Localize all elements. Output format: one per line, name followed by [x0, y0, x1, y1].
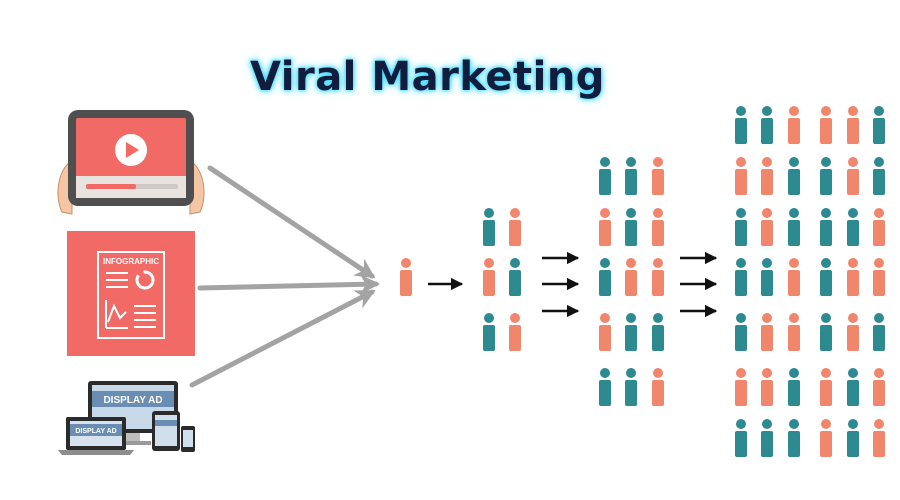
person-icon [847, 313, 859, 351]
person-icon [652, 313, 664, 351]
person-icon [652, 208, 664, 246]
person-icon [788, 258, 800, 296]
person-icon [761, 258, 773, 296]
person-icon [735, 157, 747, 195]
person-icon [873, 313, 885, 351]
person-icon [625, 258, 637, 296]
person-icon [761, 157, 773, 195]
person-icon [847, 208, 859, 246]
person-icon [761, 419, 773, 457]
person-icon [788, 368, 800, 406]
person-icon [788, 313, 800, 351]
infographic-icon [135, 270, 155, 290]
person-icon [509, 208, 521, 246]
person-icon [483, 208, 495, 246]
person-icon [761, 106, 773, 144]
person-icon [483, 258, 495, 296]
gray-arrows [189, 165, 380, 388]
black-arrows [428, 251, 718, 318]
person-icon [735, 419, 747, 457]
person-icon [788, 157, 800, 195]
person-icon [652, 368, 664, 406]
person-icon [873, 157, 885, 195]
person-icon [873, 419, 885, 457]
page-title: Viral Marketing [250, 54, 605, 100]
person-icon [652, 258, 664, 296]
person-icon [873, 106, 885, 144]
person-icon [652, 157, 664, 195]
person-icon [820, 368, 832, 406]
person-icon [847, 258, 859, 296]
person-icon [820, 313, 832, 351]
person-icon [847, 368, 859, 406]
person-icon [509, 313, 521, 351]
person-icon [625, 313, 637, 351]
person-icon [735, 208, 747, 246]
person-icon [873, 368, 885, 406]
person-icon [625, 208, 637, 246]
person-icon [761, 313, 773, 351]
infographic-channel: INFOGRAPHIC [67, 231, 195, 356]
person-icon [820, 106, 832, 144]
person-icon [847, 157, 859, 195]
person-icon [625, 368, 637, 406]
display-ad-small: DISPLAY AD [75, 428, 116, 435]
video-channel [57, 110, 205, 215]
person-icon [735, 368, 747, 406]
person-icon [599, 208, 611, 246]
person-icon [873, 208, 885, 246]
people-layer [400, 106, 885, 457]
person-icon [788, 208, 800, 246]
person-icon [820, 258, 832, 296]
person-icon [761, 208, 773, 246]
infographic-label: INFOGRAPHIC [103, 257, 159, 266]
person-icon [509, 258, 521, 296]
person-icon [735, 106, 747, 144]
display-ad-channel: DISPLAY AD DISPLAY AD [58, 381, 195, 455]
person-icon [847, 106, 859, 144]
person-icon [847, 419, 859, 457]
person-icon [820, 157, 832, 195]
person-icon [735, 258, 747, 296]
person-icon [788, 419, 800, 457]
person-icon [599, 368, 611, 406]
person-icon [599, 157, 611, 195]
person-icon [599, 313, 611, 351]
person-icon [788, 106, 800, 144]
person-icon [820, 419, 832, 457]
display-ad-large: DISPLAY AD [103, 395, 162, 406]
person-icon [483, 313, 495, 351]
person-icon [400, 258, 412, 296]
person-icon [735, 313, 747, 351]
person-icon [820, 208, 832, 246]
person-icon [599, 258, 611, 296]
person-icon [761, 368, 773, 406]
person-icon [625, 157, 637, 195]
person-icon [873, 258, 885, 296]
